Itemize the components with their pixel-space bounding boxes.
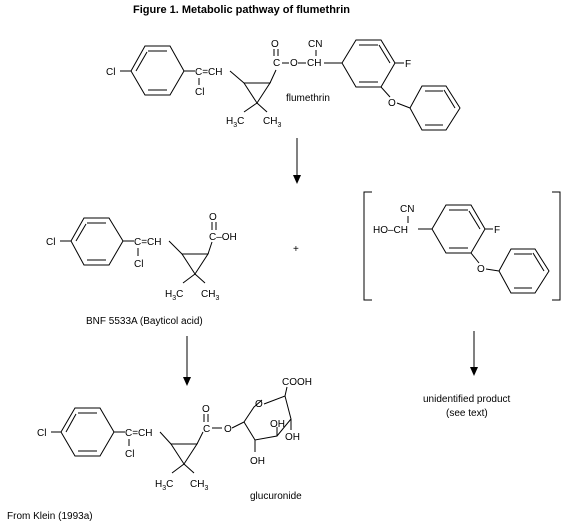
ester-oxygen: O [290, 58, 298, 69]
ether-oxygen: O [477, 264, 485, 275]
compound-name-flumethrin: flumethrin [286, 93, 330, 104]
figure-source: From Klein (1993a) [7, 511, 93, 522]
benzene-ring [431, 204, 486, 254]
hydroxyl-group: OH [285, 432, 300, 443]
phenoxy-ring [409, 85, 461, 131]
methyl-group: H3C [155, 479, 173, 492]
methyl-group: CH3 [190, 479, 208, 492]
methyl-group: CH3 [263, 116, 281, 129]
methyl-group: CH3 [201, 289, 219, 302]
phenoxy-ring [498, 248, 550, 294]
methyl-group: H3C [226, 116, 244, 129]
ring-oxygen: O [255, 399, 263, 410]
left-bracket [363, 191, 372, 301]
ester-carbon: C [273, 58, 280, 69]
alpha-ch: CH [307, 58, 321, 69]
vinyl-carbon-label: C=CH [125, 428, 153, 439]
carbonyl-oxygen: O [209, 212, 217, 223]
chlorine-atom: Cl [46, 237, 55, 248]
plus-sign: + [293, 244, 299, 255]
fluorine-atom: F [494, 225, 500, 236]
cyclopropane-ring [170, 443, 198, 465]
fluorine-atom: F [405, 59, 411, 70]
vinyl-chlorine: Cl [195, 87, 204, 98]
benzene-ring [130, 45, 185, 96]
flumethrin-structure: Cl C=CH Cl C O O CH CN F O [106, 39, 461, 131]
cyano-group: CN [400, 204, 414, 215]
hydroxyl-group: OH [270, 419, 285, 430]
cyclopropane-ring [243, 82, 271, 104]
glucuronic-acid-ring [243, 399, 263, 423]
hydroxyl-group: OH [250, 456, 265, 467]
glycosidic-oxygen: O [224, 424, 232, 435]
right-bracket [552, 191, 561, 301]
benzene-ring [60, 407, 115, 457]
reaction-arrow [293, 138, 301, 184]
ether-oxygen: O [388, 98, 396, 109]
unidentified-product-note: (see text) [446, 408, 488, 419]
compound-name-bayticol-acid: BNF 5533A (Bayticol acid) [86, 316, 203, 327]
vinyl-carbon-label: C=CH [195, 67, 223, 78]
carboxylic-acid-group: COOH [282, 377, 312, 388]
vinyl-carbon-label: C=CH [134, 237, 162, 248]
bracketed-alcohol-intermediate: CN HO–CH F O [363, 191, 561, 301]
compound-name-glucuronide: glucuronide [250, 491, 302, 502]
cyano-group: CN [308, 39, 322, 50]
methyl-group: H3C [165, 289, 183, 302]
chlorine-atom: Cl [37, 428, 46, 439]
figure-title: Figure 1. Metabolic pathway of flumethri… [133, 4, 350, 16]
reaction-arrow [470, 331, 478, 376]
ester-carbon: C [203, 424, 210, 435]
glucuronide-structure: Cl C=CH Cl C O O O COOH OH OH OH H3C [37, 377, 312, 502]
vinyl-chlorine: Cl [125, 449, 134, 460]
vinyl-chlorine: Cl [134, 259, 143, 270]
hydroxy-ch: HO–CH [373, 225, 408, 236]
chlorine-atom: Cl [106, 67, 115, 78]
carbonyl-oxygen: O [202, 404, 210, 415]
carboxyl-group: C–OH [209, 232, 237, 243]
cyclopropane-ring [181, 253, 209, 275]
benzene-ring [70, 217, 124, 266]
unidentified-product-label: unidentified product [423, 394, 511, 405]
reaction-arrow [183, 336, 191, 386]
carbonyl-oxygen: O [271, 39, 279, 50]
benzene-ring [341, 39, 396, 88]
bayticol-acid-structure: Cl C=CH Cl C–OH O H3C CH3 BNF 5533A (Bay… [46, 212, 237, 327]
